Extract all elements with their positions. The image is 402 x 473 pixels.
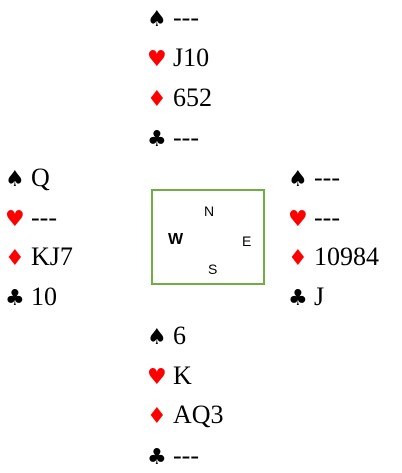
south-spades-cards: 6 <box>173 321 186 350</box>
heart-icon: ♥ <box>147 47 167 72</box>
west-hearts-cards: --- <box>31 203 57 232</box>
east-clubs-row: ♣J <box>288 282 325 312</box>
west-diamonds-row: ♦KJ7 <box>5 242 73 272</box>
spade-icon: ♠ <box>147 325 167 350</box>
diamond-icon: ♦ <box>147 404 167 429</box>
south-clubs-row: ♣--- <box>147 441 199 471</box>
south-spades-row: ♠6 <box>147 321 186 351</box>
compass-west-label: W <box>168 231 184 248</box>
east-diamonds-row: ♦10984 <box>288 242 379 272</box>
north-spades-cards: --- <box>173 3 199 32</box>
east-spades-row: ♠--- <box>288 163 340 193</box>
club-icon: ♣ <box>147 445 167 470</box>
compass-box: N W E S <box>151 189 265 285</box>
north-spades-row: ♠--- <box>147 3 199 33</box>
club-icon: ♣ <box>147 127 167 152</box>
diamond-icon: ♦ <box>5 246 25 271</box>
west-diamonds-cards: KJ7 <box>31 242 73 271</box>
north-diamonds-row: ♦652 <box>147 83 212 113</box>
spade-icon: ♠ <box>5 167 25 192</box>
south-clubs-cards: --- <box>173 441 199 470</box>
west-spades-row: ♠Q <box>5 163 50 193</box>
east-hearts-cards: --- <box>314 203 340 232</box>
compass-north-label: N <box>204 203 215 219</box>
diamond-icon: ♦ <box>288 246 308 271</box>
north-hearts-cards: J10 <box>173 43 210 72</box>
spade-icon: ♠ <box>288 167 308 192</box>
west-spades-cards: Q <box>31 163 50 192</box>
east-hearts-row: ♥--- <box>288 203 340 233</box>
compass-south-label: S <box>208 261 218 277</box>
compass-east-label: E <box>242 233 252 249</box>
east-diamonds-cards: 10984 <box>314 242 379 271</box>
heart-icon: ♥ <box>5 207 25 232</box>
spade-icon: ♠ <box>147 7 167 32</box>
north-clubs-cards: --- <box>173 123 199 152</box>
north-hearts-row: ♥J10 <box>147 43 210 73</box>
north-diamonds-cards: 652 <box>173 83 212 112</box>
west-clubs-row: ♣10 <box>5 282 57 312</box>
north-clubs-row: ♣--- <box>147 123 199 153</box>
south-diamonds-row: ♦AQ3 <box>147 400 224 430</box>
diamond-icon: ♦ <box>147 87 167 112</box>
heart-icon: ♥ <box>288 207 308 232</box>
south-hearts-cards: K <box>173 361 192 390</box>
south-diamonds-cards: AQ3 <box>173 400 224 429</box>
west-clubs-cards: 10 <box>31 282 57 311</box>
heart-icon: ♥ <box>147 365 167 390</box>
east-clubs-cards: J <box>314 282 325 311</box>
south-hearts-row: ♥K <box>147 361 192 391</box>
east-spades-cards: --- <box>314 163 340 192</box>
club-icon: ♣ <box>5 286 25 311</box>
west-hearts-row: ♥--- <box>5 203 57 233</box>
club-icon: ♣ <box>288 286 308 311</box>
